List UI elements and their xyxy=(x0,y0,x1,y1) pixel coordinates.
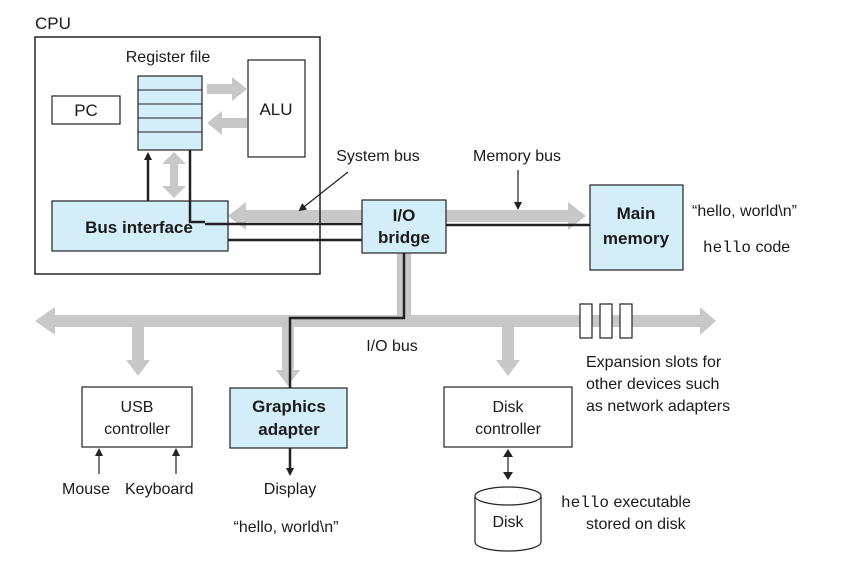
disk-note-suffix: executable xyxy=(609,494,691,511)
system-bus-label: System bus xyxy=(336,148,420,165)
expansion-text-line2: other devices such xyxy=(586,376,719,393)
disk-cylinder[interactable] xyxy=(474,486,542,552)
regfile-to-alu-arrow xyxy=(207,77,247,101)
expansion-text-line1: Expansion slots for xyxy=(586,354,722,371)
usb-label-line2: controller xyxy=(104,421,170,438)
usb-label-line1: USB xyxy=(121,399,154,416)
disk-controller-label-line2: controller xyxy=(475,421,541,438)
main-memory-label-line2: memory xyxy=(603,229,670,248)
expansion-slots[interactable] xyxy=(579,303,633,339)
io-bus-label: I/O bus xyxy=(366,338,418,355)
io-bridge-label-line1: I/O xyxy=(393,206,416,225)
io-bridge-label-line2: bridge xyxy=(378,228,430,247)
system-bus-pointer xyxy=(298,171,349,212)
disk-note-line1: hello executable xyxy=(561,494,691,512)
cpu-label: CPU xyxy=(35,14,71,33)
memory-code-suffix: code xyxy=(751,239,790,256)
disk-controller-label-line1: Disk xyxy=(492,399,524,416)
graphics-label-line2: adapter xyxy=(258,420,320,439)
regfile-to-busif-line xyxy=(188,150,205,224)
disk-label: Disk xyxy=(492,514,524,531)
display-output-value: “hello, world\n” xyxy=(234,519,339,536)
memory-code-note: hello code xyxy=(703,239,790,257)
pc-label: PC xyxy=(74,101,98,120)
io-bus-arrow xyxy=(35,307,716,335)
pc-register[interactable] xyxy=(51,95,121,125)
regfile-busif-arrow xyxy=(162,152,186,198)
main-memory-label-line1: Main xyxy=(617,204,656,223)
bus-interface-box[interactable] xyxy=(51,200,229,252)
io-bus-to-usb-arrow xyxy=(126,325,150,376)
memory-bus-label: Memory bus xyxy=(473,148,561,165)
disk-note-line2: stored on disk xyxy=(586,516,687,533)
alu-box[interactable] xyxy=(247,59,306,158)
main-memory-box[interactable] xyxy=(589,184,684,271)
cpu-boundary xyxy=(34,36,321,275)
graphics-label-line1: Graphics xyxy=(252,397,326,416)
io-bridge-box[interactable] xyxy=(361,199,447,254)
usb-controller-box[interactable] xyxy=(81,386,193,448)
alu-label: ALU xyxy=(259,100,292,119)
disk-link-arrowhead-up xyxy=(503,449,513,457)
bus-interface-label: Bus interface xyxy=(85,218,193,237)
io-bus-to-graphics-arrow xyxy=(276,325,300,386)
disk-note-mono: hello xyxy=(561,494,609,512)
expansion-text-line3: as network adapters xyxy=(586,398,730,415)
alu-to-regfile-arrow xyxy=(207,111,247,135)
disk-controller-box[interactable] xyxy=(443,386,573,448)
display-label: Display xyxy=(264,481,316,498)
io-bus-to-disk-arrow xyxy=(496,325,520,376)
graphics-adapter-box[interactable] xyxy=(229,387,348,449)
keyboard-label: Keyboard xyxy=(125,481,194,498)
memory-string-value: “hello, world\n” xyxy=(692,203,797,220)
memory-code-mono: hello xyxy=(703,239,751,257)
disk-link-arrowhead-down xyxy=(503,472,513,480)
mouse-label: Mouse xyxy=(62,481,110,498)
register-file[interactable] xyxy=(137,75,203,151)
register-file-label: Register file xyxy=(126,49,211,66)
bridge-to-graphics-line xyxy=(288,253,406,400)
